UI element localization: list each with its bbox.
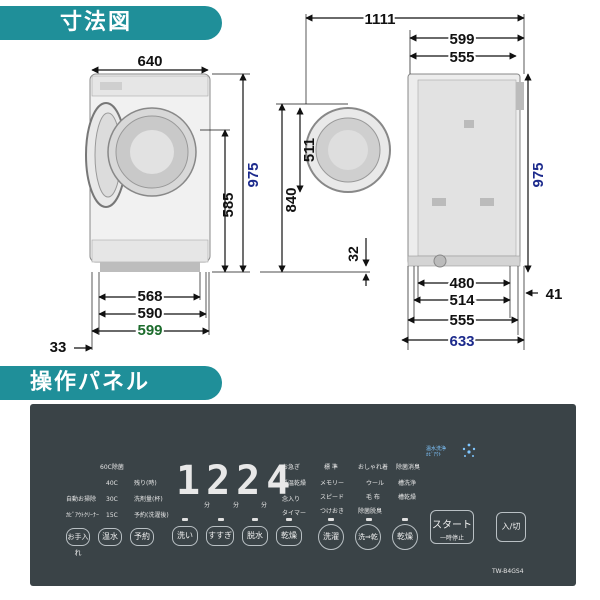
temp-label-15: 15C (106, 512, 118, 519)
dim-door-open-height: 840 (283, 187, 300, 212)
course-col3-1: ウール (366, 480, 385, 487)
sparkle-icon (462, 443, 476, 457)
dim-base-width-2: 590 (137, 305, 162, 322)
course-col2-2: スピード (320, 494, 345, 501)
dim-base-width-1: 568 (137, 288, 162, 305)
section-title-dimensions: 寸法図 (0, 6, 222, 40)
timer-label-remaining: 残り(時) (134, 480, 157, 487)
auto-clean-button[interactable]: お手入れ (66, 528, 90, 557)
dim-side-offset: 41 (546, 286, 563, 303)
course-wash-dry-button[interactable]: 洗⇒乾 (355, 524, 381, 550)
course-col1-1: 低温乾燥 (282, 480, 307, 487)
dim-overall-depth: 1111 (365, 11, 396, 28)
dim-side-depth-2: 555 (449, 49, 474, 66)
display-unit-3: 分 (261, 502, 268, 509)
indicator (252, 518, 258, 521)
indicator (402, 518, 408, 521)
indicator (366, 518, 372, 521)
indicator (328, 518, 334, 521)
course-col2-3: つけおき (320, 508, 345, 515)
course-col3-3: 除菌脱臭 (358, 508, 383, 515)
indicator (182, 518, 188, 521)
dim-front-door-height: 585 (220, 192, 237, 217)
panel-logo-text: 温水洗浄 ｶﾋﾞｱｳﾄ (426, 446, 447, 458)
course-col1-2: 念入り (282, 496, 301, 503)
dimension-diagram: 640 975 585 568 590 599 33 840 511 1111 (50, 9, 563, 356)
timer-label-detergent: 洗剤量(杯) (134, 496, 163, 503)
course-wash-button[interactable]: 洗濯 (318, 524, 344, 550)
led-display: 1224 (176, 458, 297, 504)
indicator (218, 518, 224, 521)
dim-side-base-3: 555 (449, 312, 474, 329)
control-panel: 1224 分 分 分 60C除菌 40C 30C 15C 残り(時) 洗剤量(杯… (30, 404, 576, 586)
model-number: TW-B4GS4 (492, 568, 524, 575)
dim-front-height: 975 (245, 162, 262, 187)
rinse-button[interactable]: すすぎ (206, 526, 234, 546)
course-col1-0: お急ぎ (282, 464, 301, 471)
course-col1-3: タイマー (282, 510, 307, 517)
course-col2-0: 標 準 (324, 464, 338, 471)
dim-front-width-top: 640 (137, 53, 162, 70)
start-label: スタート (432, 520, 472, 531)
left-label-auto-clean: 自動お掃除 (66, 496, 97, 503)
dim-side-depth-top: 599 (449, 31, 474, 48)
left-label-kabi-out: ｶﾋﾞｱｳﾄｸﾘｰﾅｰ (66, 512, 100, 519)
course-dry-button[interactable]: 乾燥 (392, 524, 418, 550)
course-col4-1: 槽洗浄 (398, 480, 417, 487)
dim-side-height: 975 (530, 162, 547, 187)
dim-floor-gap: 32 (345, 246, 361, 262)
temp-label-30: 30C (106, 496, 118, 503)
temp-button[interactable]: 温水 (98, 528, 122, 546)
dim-left-offset: 33 (50, 339, 67, 356)
dim-side-base-4: 633 (449, 333, 474, 350)
start-button[interactable]: スタート 一時停止 (430, 510, 474, 544)
course-col2-1: メモリー (320, 480, 345, 487)
indicator (286, 518, 292, 521)
spin-button[interactable]: 脱水 (242, 526, 268, 546)
door-view (305, 107, 391, 193)
display-unit-1: 分 (204, 502, 211, 509)
course-col3-0: おしゃれ着 (358, 464, 389, 471)
course-col3-2: 毛 布 (366, 494, 380, 501)
dim-base-width-3: 599 (137, 322, 162, 339)
course-col4-2: 槽乾燥 (398, 494, 417, 501)
dim-door-diameter: 511 (301, 138, 318, 162)
course-col4-0: 除菌消臭 (396, 464, 421, 471)
side-view-washer (407, 73, 524, 268)
dim-side-base-2: 514 (449, 292, 475, 309)
front-view-washer (85, 73, 211, 272)
wash-button[interactable]: 洗い (172, 526, 198, 546)
display-unit-2: 分 (233, 502, 240, 509)
temp-label-60: 60C除菌 (100, 464, 124, 471)
temp-label-40: 40C (106, 480, 118, 487)
dim-side-base-1: 480 (449, 275, 474, 292)
power-button[interactable]: 入/切 (496, 512, 526, 542)
section-title-panel: 操作パネル (0, 366, 222, 400)
dry-button[interactable]: 乾燥 (276, 526, 302, 546)
timer-label-reserve: 予約(洗濯後) (134, 512, 169, 519)
reserve-button[interactable]: 予約 (130, 528, 154, 546)
start-sub-label: 一時停止 (439, 535, 464, 542)
